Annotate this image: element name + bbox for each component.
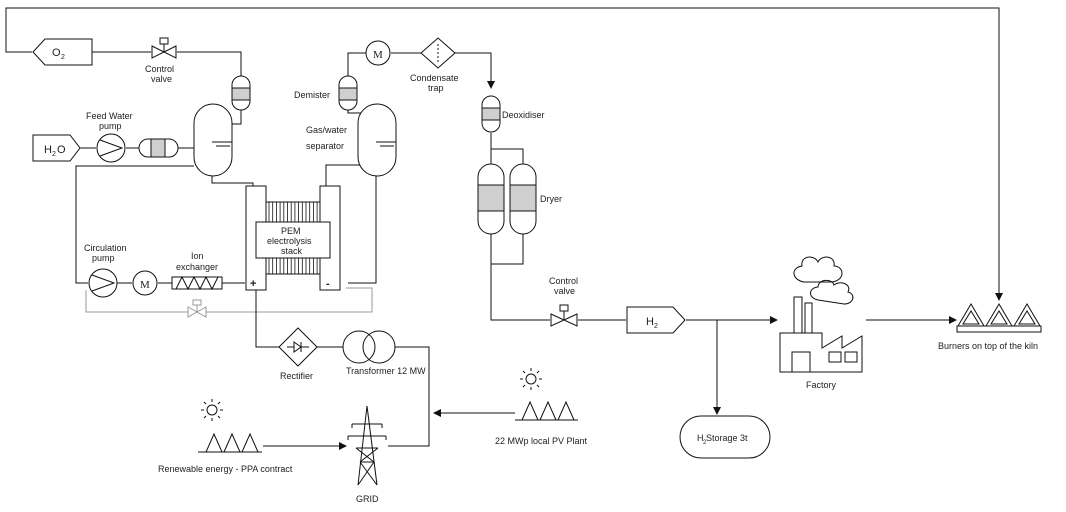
dryer-columns: Dryer — [477, 163, 562, 235]
control-valve-h2-label-1: Control — [549, 276, 578, 286]
motor-top-symbol: M — [373, 49, 383, 61]
demister-right: Demister — [294, 75, 358, 111]
feed-water-pump-label-2: pump — [99, 121, 122, 131]
h2o-label-o: O — [57, 144, 66, 156]
demister-label: Demister — [294, 90, 330, 100]
ion-exchanger-label-1: Ion — [191, 251, 204, 261]
h2o-inlet-tag: H 2 O — [32, 134, 81, 162]
pem-label-3: stack — [281, 246, 303, 256]
condensate-trap-label-1: Condensate — [410, 73, 459, 83]
stack-to-right-separator — [325, 164, 360, 187]
transformer: Transformer 12 MW — [342, 330, 426, 376]
o2-label: O — [52, 47, 61, 59]
h2o-subscript: 2 — [52, 151, 56, 158]
motor-lower-symbol: M — [140, 279, 150, 291]
circulation-pump: Circulation pump — [84, 243, 127, 298]
recirculation-line — [75, 165, 194, 284]
condensate-trap-label-2: trap — [428, 83, 444, 93]
control-valve-top-label-1: Control — [145, 64, 174, 74]
renewable-ppa: Renewable energy - PPA contract — [158, 399, 293, 474]
ion-exchanger: Ion exchanger — [171, 251, 223, 291]
bypass-valve — [187, 299, 207, 318]
condensate-trap: Condensate trap — [410, 37, 459, 93]
rectifier: Rectifier — [278, 327, 318, 381]
ion-exchanger-label-2: exchanger — [176, 262, 218, 272]
transformer-to-grid — [388, 346, 430, 447]
circulation-pump-label-2: pump — [92, 253, 115, 263]
h2-storage-label-rest: Storage 3t — [706, 433, 748, 443]
control-valve-top-label-2: valve — [151, 74, 172, 84]
bypass-line-left — [85, 290, 188, 313]
control-valve-h2: Control valve — [549, 276, 578, 327]
pv-plant: 22 MWp local PV Plant — [495, 368, 588, 446]
grid-label: GRID — [356, 494, 379, 504]
right-separator-return — [348, 175, 377, 284]
kiln-burners: Burners on top of the kiln — [938, 303, 1042, 351]
h2-gas-water-separator: Gas/water separator — [306, 103, 397, 177]
bypass-line-right — [206, 287, 373, 313]
h2-outlet-tag: H 2 — [626, 306, 686, 334]
grid-tower: GRID — [347, 405, 387, 504]
pem-electrolysis-stack: PEM electrolysis stack + - — [245, 185, 341, 291]
motor-lower: M — [132, 270, 158, 296]
h2-label: H — [646, 316, 654, 328]
control-valve-h2-label-2: valve — [554, 286, 575, 296]
h2-subscript: 2 — [654, 323, 658, 330]
deoxidiser: Deoxidiser — [481, 95, 545, 133]
h2-storage-tank: H 2 Storage 3t — [679, 415, 771, 459]
pem-label-1: PEM — [281, 226, 301, 236]
factory-label: Factory — [806, 380, 837, 390]
dryer-bridge-bottom — [491, 232, 524, 265]
o2-line-to-burners — [5, 7, 1000, 300]
o2-outlet-tag: O 2 — [32, 38, 93, 66]
sun-icon-ppa — [201, 399, 223, 421]
dryer-label: Dryer — [540, 194, 562, 204]
transformer-label: Transformer 12 MW — [346, 366, 426, 376]
h2-storage-subscript: 2 — [703, 440, 707, 446]
stack-plus-terminal: + — [250, 278, 256, 290]
demister-left — [231, 75, 251, 111]
dryer-bridge-top — [491, 148, 524, 165]
renewable-label: Renewable energy - PPA contract — [158, 464, 293, 474]
demister-left-to-separator — [232, 108, 242, 125]
motor-top: M — [365, 40, 391, 66]
pem-label-2: electrolysis — [267, 236, 312, 246]
sun-icon-pv — [520, 368, 542, 390]
o2-gas-water-separator — [193, 103, 233, 177]
pv-plant-label: 22 MWp local PV Plant — [495, 436, 588, 446]
o2-subscript: 2 — [61, 54, 65, 61]
gas-water-separator-label-1: Gas/water — [306, 125, 347, 135]
o2-line-demister — [177, 51, 242, 78]
stack-to-rectifier — [255, 290, 280, 348]
dryer-to-valve — [490, 232, 550, 321]
gas-water-separator-label-2: separator — [306, 141, 344, 151]
deoxidiser-label: Deoxidiser — [502, 110, 545, 120]
separator-left-to-stack — [211, 175, 254, 187]
feed-filter — [138, 138, 179, 158]
h2o-label-h: H — [44, 144, 52, 156]
pipelines — [5, 7, 1003, 450]
demister-to-motor — [347, 52, 366, 78]
burners-label: Burners on top of the kiln — [938, 341, 1038, 351]
h2-storage-label-h: H — [697, 433, 704, 443]
factory-icon: Factory — [779, 256, 863, 390]
rectifier-label: Rectifier — [280, 371, 313, 381]
circulation-pump-label-1: Circulation — [84, 243, 127, 253]
feed-water-pump: Feed Water pump — [86, 111, 133, 163]
stack-minus-terminal: - — [326, 278, 330, 290]
feed-water-pump-label-1: Feed Water — [86, 111, 133, 121]
control-valve-top: Control valve — [145, 37, 177, 84]
trap-to-deoxidiser — [455, 52, 495, 89]
